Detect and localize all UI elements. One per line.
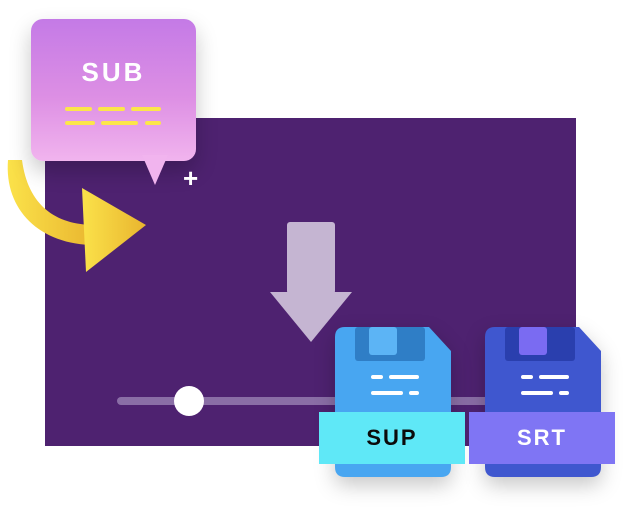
sup-file[interactable]: SUP — [319, 327, 465, 477]
sup-label: SUP — [319, 412, 465, 464]
down-arrow-icon — [270, 222, 352, 342]
srt-label: SRT — [469, 412, 615, 464]
bubble-tail — [142, 155, 168, 185]
subtitle-bubble — [31, 19, 196, 161]
playback-slider[interactable] — [117, 397, 517, 405]
curved-arrow-icon — [7, 160, 146, 272]
sub-label: SUB — [81, 57, 146, 87]
plus-icon: + — [183, 163, 199, 193]
srt-file[interactable]: SRT — [469, 327, 615, 477]
slider-handle[interactable] — [174, 386, 204, 416]
subtitle-lines-icon — [65, 107, 165, 129]
